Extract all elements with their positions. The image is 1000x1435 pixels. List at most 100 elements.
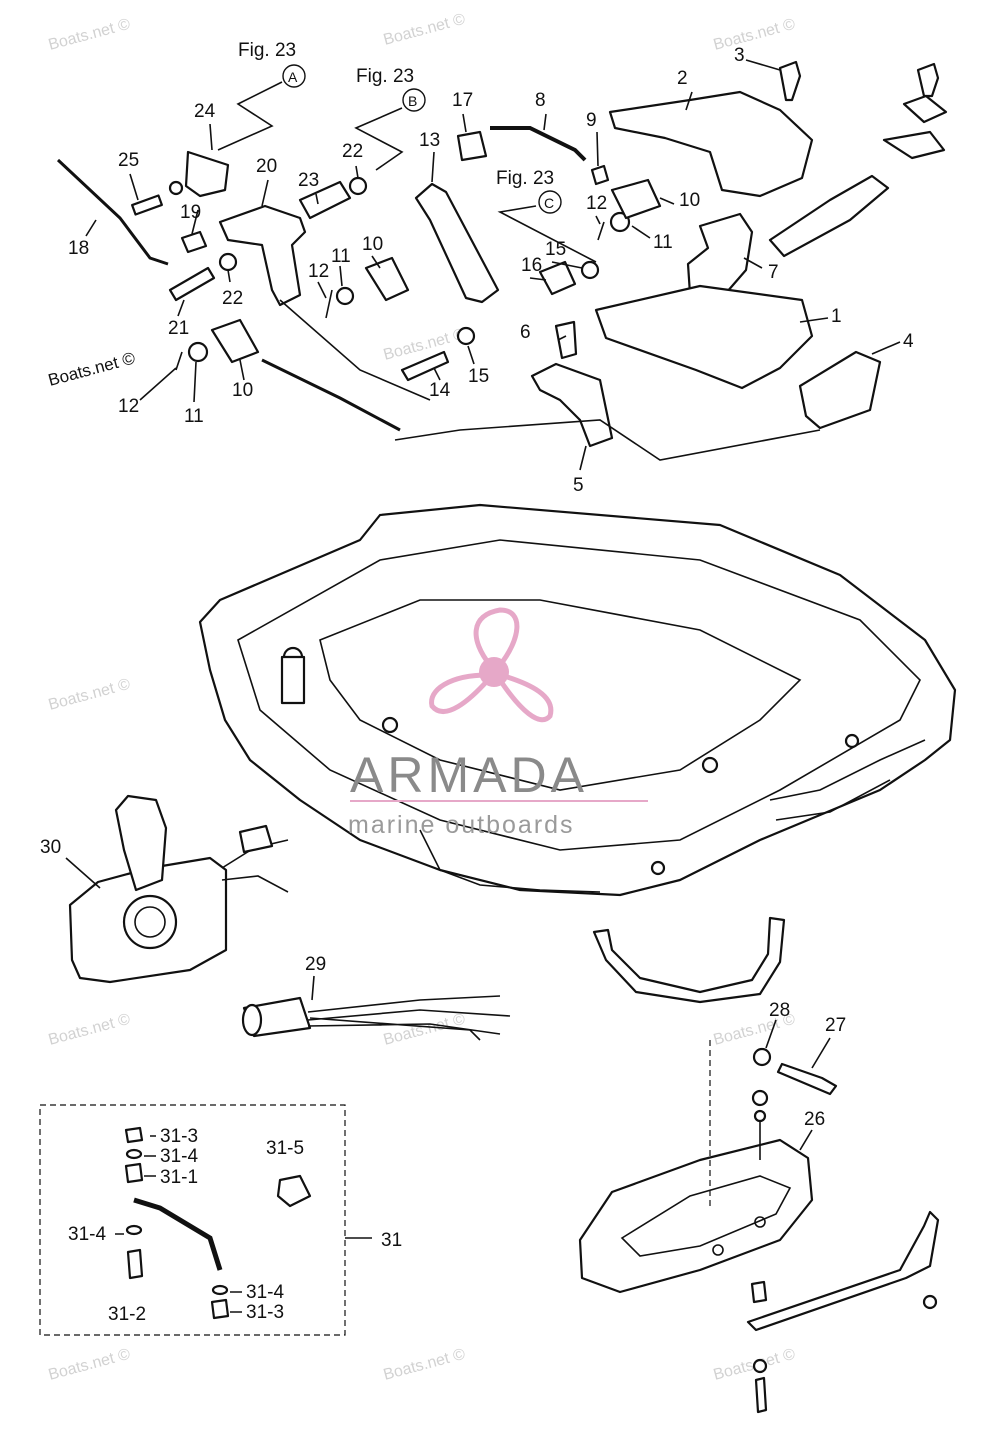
- part-9-nut: [590, 164, 610, 186]
- part-12-pin: [325, 289, 333, 319]
- nut: [922, 1294, 938, 1310]
- callout: 11: [653, 232, 673, 253]
- part-11-washer: [335, 286, 355, 306]
- callout: 7: [768, 262, 779, 283]
- callout: 3: [734, 45, 745, 66]
- callout: 10: [679, 190, 700, 211]
- part-31-kit-box: [39, 1104, 372, 1336]
- armada-logo: ARMADA marine outboards: [348, 607, 648, 839]
- part-12-pin: [597, 221, 605, 241]
- part-30-remote-control: [68, 794, 289, 984]
- callout: 16: [521, 255, 542, 276]
- watermark: Boats.net ©: [47, 16, 133, 54]
- fig-ref-letter: A: [288, 69, 298, 85]
- callout: 8: [535, 90, 546, 111]
- callout: 22: [342, 141, 363, 162]
- part-8-rod: [490, 126, 587, 162]
- callout: 11: [331, 246, 351, 267]
- callout: 31-1: [160, 1167, 198, 1188]
- fig-ref-letter: B: [408, 93, 417, 109]
- washer: [753, 1109, 767, 1123]
- fig-ref-c: Fig. 23 C: [496, 168, 597, 263]
- part-11-washer: [187, 341, 209, 363]
- nut: [751, 1089, 769, 1107]
- part-13-lever: [414, 182, 500, 304]
- part-14-bolt: [400, 350, 450, 382]
- part-10-joint: [610, 178, 662, 220]
- callout: 12: [586, 193, 607, 214]
- fig-ref-label: Fig. 23: [238, 40, 296, 61]
- callout: 14: [429, 380, 451, 401]
- callout: 12: [118, 396, 139, 417]
- callout: 23: [298, 170, 319, 191]
- callout: 31-4: [68, 1224, 106, 1245]
- callout: 15: [545, 239, 566, 260]
- part-16-bushing: [538, 260, 577, 296]
- part-24-bracket: [184, 150, 230, 198]
- logo-name: ARMADA: [350, 747, 588, 803]
- callout: 30: [40, 837, 61, 858]
- part-22-washer: [348, 176, 368, 196]
- callout: 6: [520, 322, 531, 343]
- callout: 12: [308, 261, 329, 282]
- part-10-joint: [364, 256, 410, 302]
- callout: 24: [194, 101, 216, 122]
- part-19-clip: [180, 230, 208, 254]
- callout: 31-5: [266, 1138, 304, 1159]
- fig-ref-a: Fig. 23 A: [217, 40, 306, 151]
- callout: 31-2: [108, 1304, 146, 1325]
- watermark: Boats.net ©: [47, 1346, 133, 1384]
- part-1-housing: [594, 284, 814, 390]
- part-12-pin: [175, 351, 183, 371]
- fig-ref-label: Fig. 23: [496, 168, 554, 189]
- callout: 11: [184, 406, 204, 427]
- part-18-rod: [56, 158, 169, 266]
- callout: 17: [452, 90, 473, 111]
- grip-bracket: [592, 916, 786, 1004]
- callout: 5: [573, 475, 584, 496]
- part-10-joint: [210, 318, 260, 364]
- callout: 22: [222, 288, 243, 309]
- bolt: [916, 62, 940, 98]
- callout: 9: [586, 110, 597, 131]
- watermark: Boats.net ©: [382, 1346, 468, 1384]
- part-15-washer: [580, 260, 600, 280]
- clamp: [902, 94, 948, 124]
- part-5-bracket: [530, 362, 614, 448]
- part-29-wire-harness: [241, 995, 511, 1041]
- part-bottom-cowling: [198, 503, 957, 897]
- callout: 31-3: [246, 1302, 284, 1323]
- callout: 18: [68, 238, 89, 259]
- part-23-bushing: [298, 180, 352, 220]
- sensor: [768, 174, 890, 258]
- part-20-lever: [218, 204, 307, 307]
- callout: 28: [769, 1000, 790, 1021]
- propeller-icon: [429, 607, 554, 723]
- part-15-washer: [456, 326, 476, 346]
- watermark: Boats.net ©: [382, 1011, 468, 1049]
- part-25-bolt: [131, 180, 184, 216]
- callout: 10: [232, 380, 253, 401]
- callout: 27: [825, 1015, 846, 1036]
- fig-ref-label: Fig. 23: [356, 66, 414, 87]
- callout: 13: [419, 130, 440, 151]
- cable: [261, 358, 401, 432]
- callout: 20: [256, 156, 277, 177]
- fig-ref-letter: C: [544, 195, 554, 211]
- part-11-washer: [609, 211, 631, 233]
- fig-ref-b: Fig. 23 B: [354, 66, 426, 171]
- callout: 29: [305, 954, 326, 975]
- callout: 31-4: [246, 1282, 284, 1303]
- callout: 4: [903, 331, 914, 352]
- part-3-bolt: [778, 60, 802, 102]
- watermark: Boats.net ©: [382, 326, 468, 364]
- watermark: Boats.net ©: [47, 1011, 133, 1049]
- callout: 26: [804, 1109, 825, 1130]
- callout: 10: [362, 234, 383, 255]
- part-6-bolt: [554, 320, 578, 360]
- bolt: [754, 1376, 768, 1414]
- part-22-washer: [218, 252, 238, 272]
- copyright-label: Boats.net ©: [46, 348, 137, 390]
- part-17-clip: [456, 130, 488, 162]
- ground-strap: [746, 1210, 940, 1332]
